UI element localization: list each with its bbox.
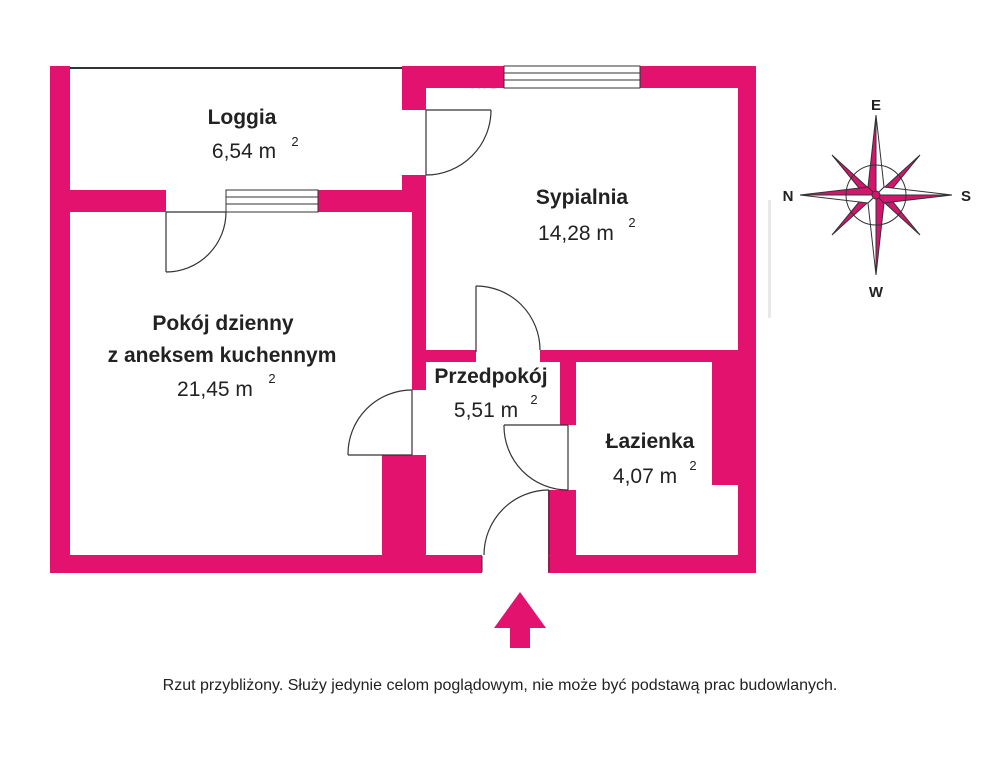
- wall-top-bedroom-left: [402, 66, 504, 88]
- compass-main-points: [799, 114, 953, 276]
- wall-living-hall-upper: [412, 350, 426, 390]
- wall-hall-bath-lower: [548, 490, 576, 573]
- wall-living-bedroom: [412, 190, 426, 360]
- loggia-area: 6,54 m: [212, 140, 276, 163]
- bedroom-name: Sypialnia: [536, 186, 629, 209]
- wall-left-outer: [50, 66, 70, 573]
- wall-bottom-right: [549, 555, 751, 573]
- living-name-line2: z aneksem kuchennym: [108, 344, 337, 367]
- hall-area: 5,51 m: [454, 399, 518, 422]
- door-hall-living: [347, 389, 413, 456]
- compass-label-bottom: W: [869, 284, 884, 301]
- door-loggia-living: [165, 211, 227, 273]
- bathroom-area: 4,07 m: [613, 465, 677, 488]
- wall-loggia-living-left: [50, 190, 166, 212]
- living-area: 21,45 m: [177, 378, 253, 401]
- compass-rose-icon: E N S W: [783, 97, 971, 301]
- compass-label-top: E: [871, 97, 881, 114]
- wall-bottom-left: [50, 555, 482, 573]
- bathroom-area-sup: 2: [689, 458, 696, 473]
- entrance-arrow-icon: [494, 592, 546, 648]
- door-hall-bathroom: [503, 424, 569, 491]
- wall-right-outer: [738, 66, 756, 573]
- wall-right-strip: [768, 200, 771, 318]
- compass-ring: [845, 164, 907, 226]
- disclaimer-text: Rzut przybliżony. Służy jedynie celom po…: [162, 677, 838, 694]
- compass-label-right: S: [961, 188, 971, 205]
- wall-bedroom-bottom-right: [540, 350, 756, 362]
- hall-area-sup: 2: [530, 392, 537, 407]
- wall-loggia-bedroom: [402, 66, 426, 110]
- compass-label-left: N: [783, 188, 794, 205]
- bedroom-area: 14,28 m: [538, 222, 614, 245]
- window-living: [225, 189, 319, 213]
- windows: [70, 65, 641, 572]
- room-labels: Loggia 6,54 m 2 Sypialnia 14,28 m 2 Pokó…: [108, 106, 697, 488]
- wall-hall-bath-upper: [560, 350, 576, 425]
- doors: [165, 109, 569, 556]
- door-loggia-bedroom: [425, 109, 492, 176]
- compass-center: [871, 190, 881, 200]
- wall-top-right: [640, 66, 756, 88]
- loggia-area-sup: 2: [291, 134, 298, 149]
- wall-bath-right: [712, 350, 756, 485]
- wall-loggia-living-right: [318, 190, 426, 212]
- hall-name: Przedpokój: [434, 365, 547, 388]
- bathroom-name: Łazienka: [606, 430, 695, 453]
- walls: [50, 66, 771, 573]
- wall-bedroom-bottom-left: [412, 350, 476, 362]
- living-name-line1: Pokój dzienny: [152, 312, 294, 335]
- bedroom-area-sup: 2: [628, 215, 635, 230]
- window-bedroom: [503, 65, 641, 89]
- door-entrance: [483, 489, 550, 556]
- door-hall-bedroom: [475, 285, 541, 352]
- wall-living-hall-lower: [382, 455, 426, 573]
- loggia-name: Loggia: [208, 106, 277, 129]
- living-area-sup: 2: [268, 371, 275, 386]
